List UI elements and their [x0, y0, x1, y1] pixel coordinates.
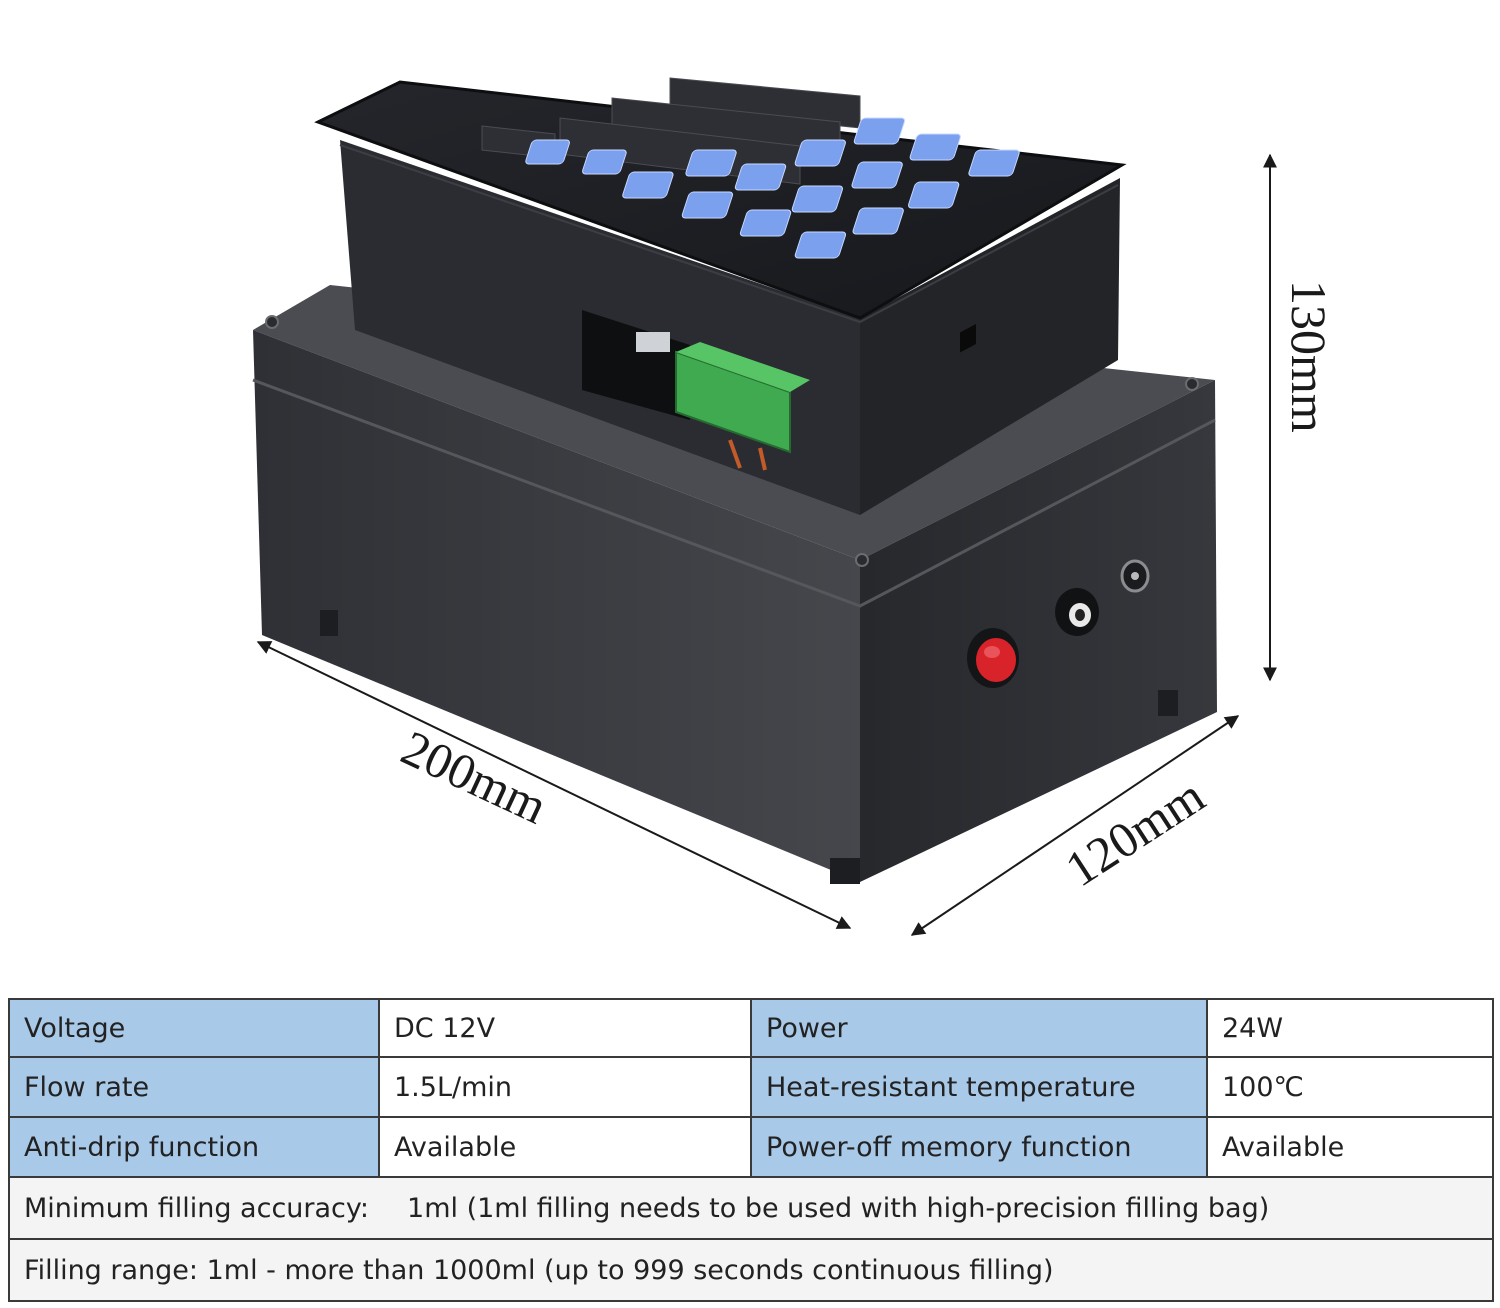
- spec-value: 1.5L/min: [378, 1056, 752, 1118]
- table-row: Flow rate 1.5L/min Heat-resistant temper…: [8, 1056, 1494, 1118]
- accuracy-value: 1ml (1ml filling needs to be used with h…: [407, 1192, 1270, 1224]
- height-label: 130mm: [1281, 280, 1337, 433]
- width-label: 120mm: [1055, 767, 1214, 897]
- filling-range: Filling range: 1ml - more than 1000ml (u…: [8, 1238, 1494, 1302]
- spec-value: 100℃: [1206, 1056, 1494, 1118]
- red-start-button: [967, 628, 1019, 688]
- width-arrow: [910, 715, 1240, 936]
- spec-label: Anti-drip function: [8, 1116, 380, 1178]
- length-arrow: [256, 641, 852, 929]
- table-row: Filling range: 1ml - more than 1000ml (u…: [8, 1238, 1494, 1302]
- product-illustration: 130mm 200mm 120mm: [252, 77, 1337, 936]
- spec-value: DC 12V: [378, 998, 752, 1058]
- accuracy-label: Minimum filling accuracy:: [24, 1192, 370, 1224]
- table-row: Anti-drip function Available Power-off m…: [8, 1116, 1494, 1178]
- accuracy-row: Minimum filling accuracy: 1ml (1ml fillin…: [8, 1176, 1494, 1240]
- led-displays: [481, 77, 861, 185]
- spec-label: Power: [750, 998, 1208, 1058]
- table-row: Voltage DC 12V Power 24W: [8, 998, 1494, 1058]
- spec-label: Voltage: [8, 998, 380, 1058]
- spec-value: Available: [378, 1116, 752, 1178]
- spec-label: Heat-resistant temperature: [750, 1056, 1208, 1118]
- spec-label: Power-off memory function: [750, 1116, 1208, 1178]
- spec-table: Voltage DC 12V Power 24W Flow rate 1.5L/…: [8, 998, 1494, 1302]
- table-row: Minimum filling accuracy: 1ml (1ml fillin…: [8, 1176, 1494, 1240]
- spec-value: 24W: [1206, 998, 1494, 1058]
- green-terminal-block: [636, 332, 810, 471]
- spec-value: Available: [1206, 1116, 1494, 1178]
- output-jack: [1055, 588, 1099, 636]
- keypad: [525, 117, 1020, 259]
- spec-label: Flow rate: [8, 1056, 380, 1118]
- power-jack: [1120, 559, 1150, 593]
